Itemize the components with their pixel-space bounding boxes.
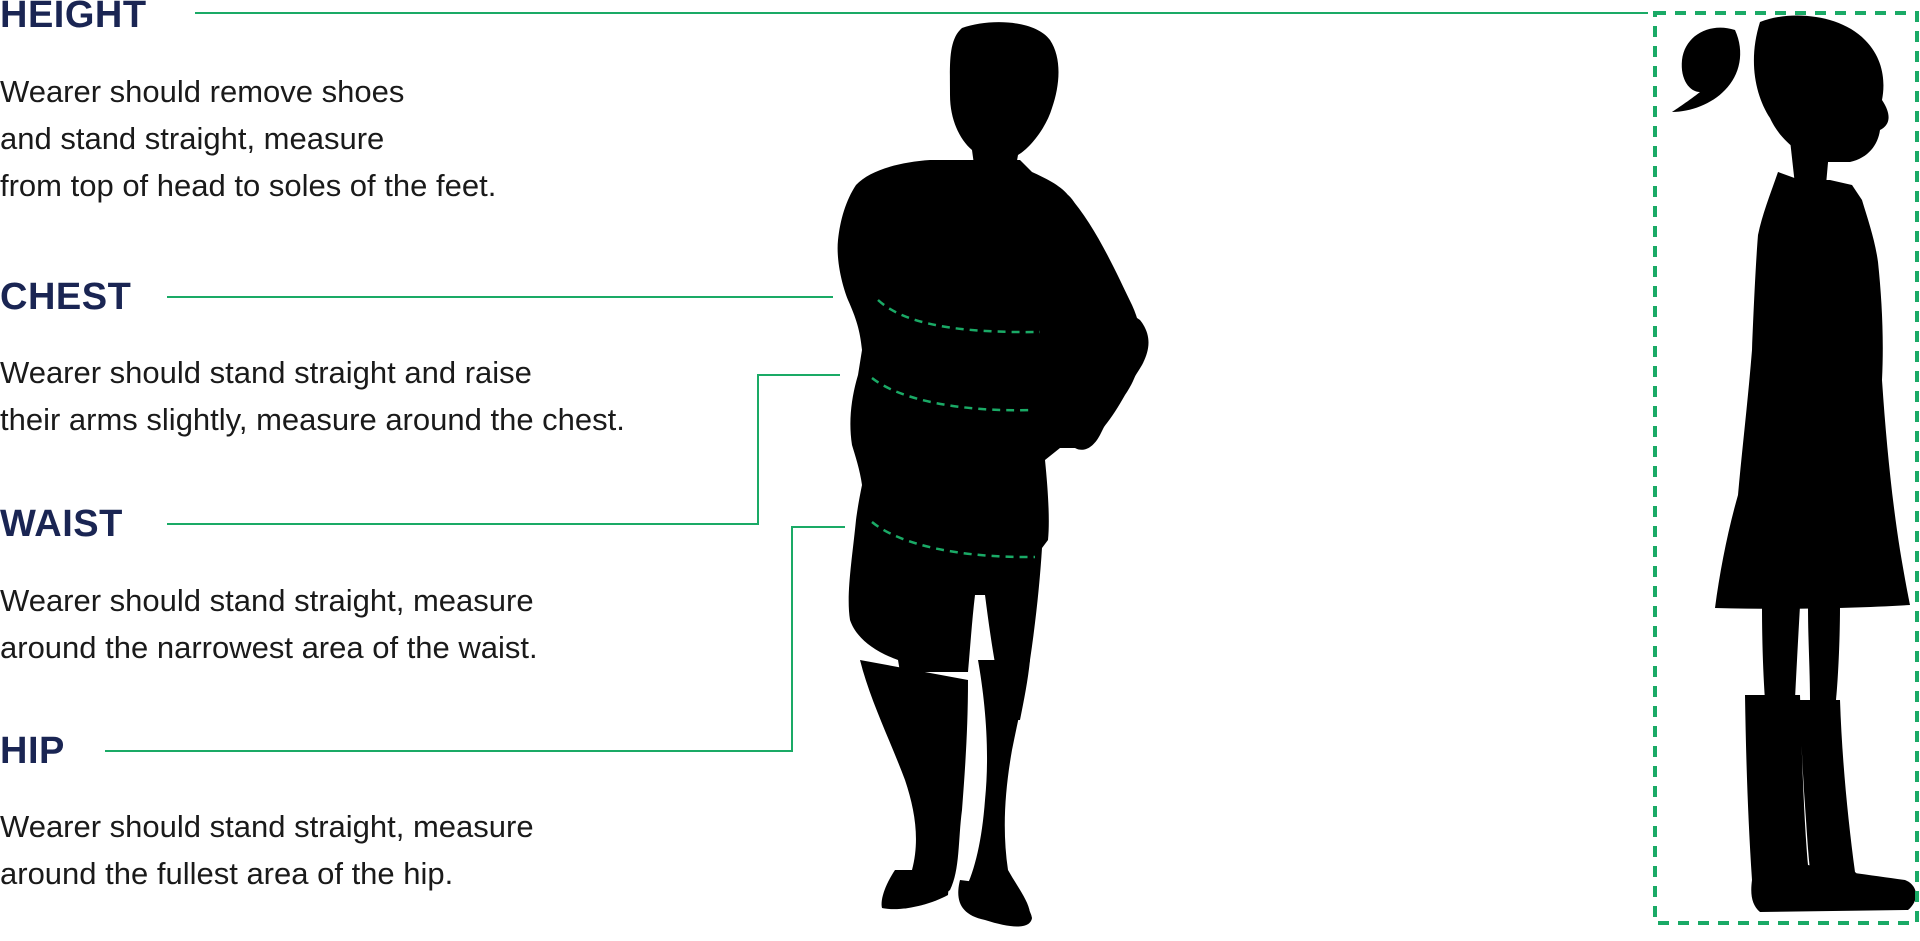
waist-measure-guide (871, 377, 1033, 412)
girl-dress (1715, 172, 1910, 609)
waist-description: Wearer should stand straight, measure ar… (0, 577, 538, 671)
boy-head (949, 22, 1059, 172)
hip-measure-guide (871, 521, 1036, 559)
chest-measure-guide (877, 299, 1041, 334)
height-description: Wearer should remove shoes and stand str… (0, 68, 496, 209)
boy-leg-left (860, 660, 968, 906)
chest-description-line: their arms slightly, measure around the … (0, 402, 625, 437)
chest-description: Wearer should stand straight and raise t… (0, 349, 625, 443)
girl-boots (1745, 695, 1916, 912)
hip-description: Wearer should stand straight, measure ar… (0, 803, 534, 897)
boy-leg-right (963, 660, 1031, 925)
height-measure-box (1653, 11, 1919, 925)
waist-heading: WAIST (0, 503, 123, 545)
girl-ponytail (1672, 27, 1741, 113)
girl-head (1753, 15, 1889, 162)
height-heading: HEIGHT (0, 0, 147, 36)
chest-heading: CHEST (0, 276, 132, 318)
waist-leader-line (167, 374, 840, 525)
height-description-line: Wearer should remove shoes (0, 74, 405, 109)
hip-description-line: Wearer should stand straight, measure (0, 809, 534, 844)
girl-neck (1790, 140, 1830, 185)
boy-torso (837, 160, 1149, 720)
boy-foot-right (958, 880, 1032, 927)
girl-silhouette (1672, 15, 1916, 912)
chest-description-line: Wearer should stand straight and raise (0, 355, 532, 390)
girl-legs (1762, 606, 1840, 700)
boy-silhouette (837, 22, 1149, 927)
height-description-line: and stand straight, measure (0, 121, 385, 156)
hip-heading: HIP (0, 730, 65, 772)
height-description-line: from top of head to soles of the feet. (0, 168, 497, 203)
boy-foot-left (881, 870, 950, 910)
waist-description-line: around the narrowest area of the waist. (0, 630, 538, 665)
boy-arm (1068, 195, 1142, 449)
girl-collar (1778, 172, 1858, 222)
hip-description-line: around the fullest area of the hip. (0, 856, 454, 891)
hip-leader-line (105, 526, 845, 752)
waist-description-line: Wearer should stand straight, measure (0, 583, 534, 618)
